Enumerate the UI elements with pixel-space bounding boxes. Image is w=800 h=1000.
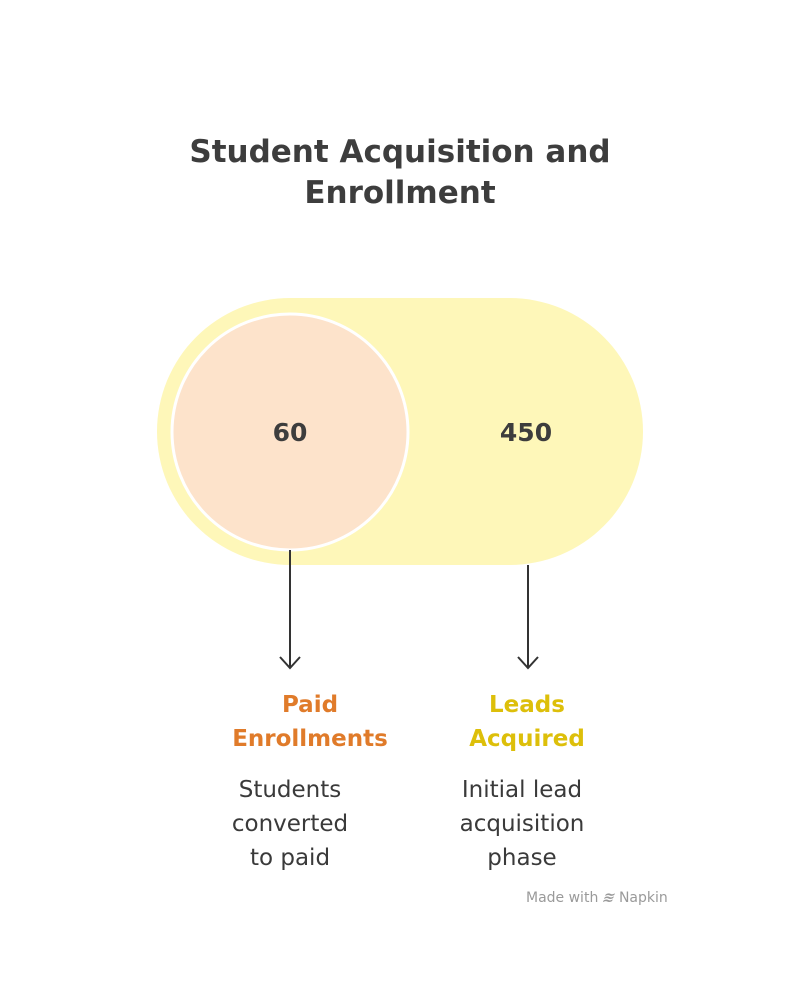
napkin-logo-icon: ≋: [599, 890, 618, 906]
leads-description: Initial lead acquisition phase: [459, 777, 585, 871]
paid-arrow-head: [279, 656, 301, 670]
leads-arrow-head: [517, 656, 539, 670]
leads-label: Leads Acquired: [469, 692, 585, 752]
diagram-title: Student Acquisition and Enrollment: [189, 134, 611, 211]
leads-value: 450: [499, 418, 553, 447]
paid-label: Paid Enrollments: [232, 692, 388, 752]
paid-description: Students converted to paid: [231, 777, 349, 871]
paid-value: 60: [272, 418, 308, 447]
made-with-text: Made with: [526, 890, 599, 906]
napkin-brand: Napkin: [618, 890, 668, 906]
made-with-napkin-footer: Made with ≋ Napkin: [526, 890, 668, 906]
